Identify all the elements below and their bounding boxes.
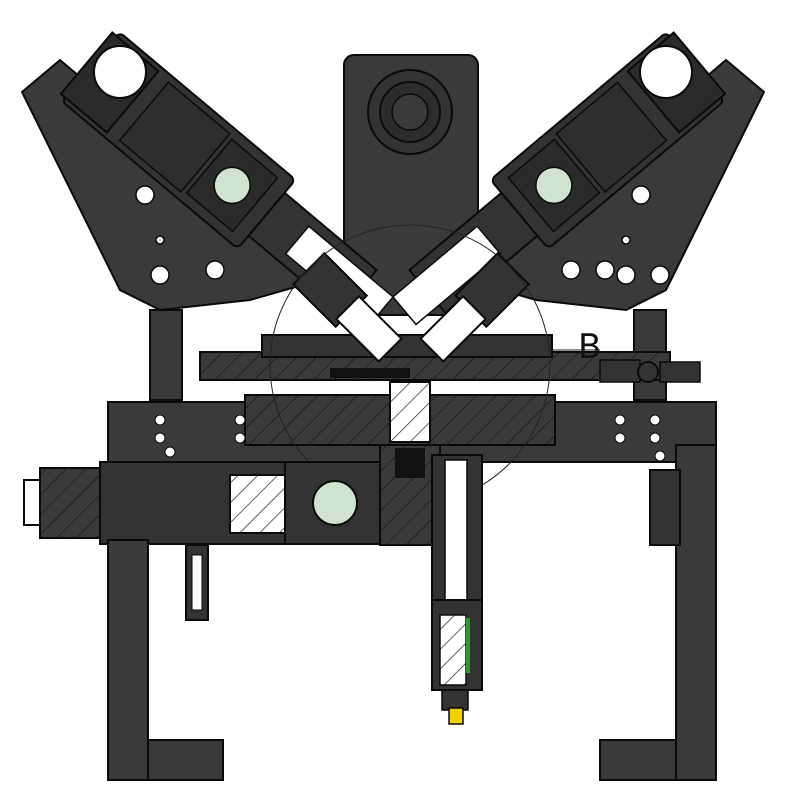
- right-leg: [599, 444, 717, 781]
- left-small-post: [185, 544, 209, 621]
- left-leg: [107, 539, 224, 781]
- right-inner-lens: [419, 251, 531, 363]
- detail-label: B: [578, 327, 602, 367]
- illumination-arm: [23, 444, 441, 546]
- sample-stage: [199, 334, 701, 383]
- base-plate: [107, 381, 717, 463]
- left-port-hole: [93, 45, 147, 99]
- plate-holes: [154, 414, 666, 462]
- center-housing: [343, 54, 479, 316]
- right-port-hole: [639, 45, 693, 99]
- bracket-screws: [135, 185, 670, 285]
- camera-assembly: [431, 454, 483, 725]
